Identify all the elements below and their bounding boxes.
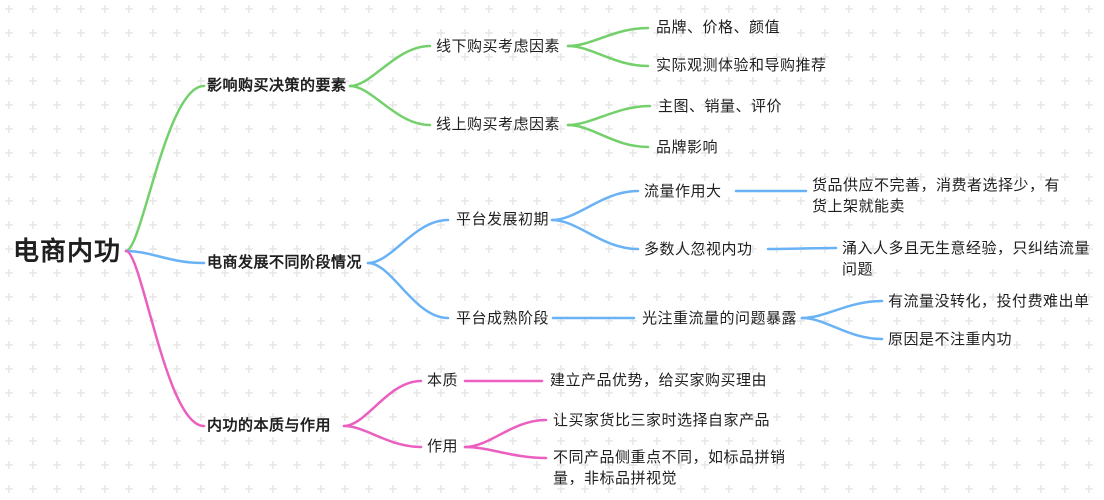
node-mainimage-sales-reviews[interactable]: 主图、销量、评价 — [658, 97, 783, 115]
edge-stages-mature — [366, 261, 450, 320]
node-product-advantage[interactable]: 建立产品优势，给买家购买理由 — [550, 371, 768, 389]
node-reason-internal-skill[interactable]: 原因是不注重内功 — [888, 330, 1013, 348]
edge-offline-experience — [566, 44, 650, 68]
node-comparison-choice[interactable]: 让买家货比三家时选择自家产品 — [553, 411, 771, 429]
node-supply-incomplete-note[interactable]: 货品供应不完善，消费者选择少，有货上架就能卖 — [812, 176, 1061, 215]
node-product-focus-difference[interactable]: 不同产品侧重点不同，如标品拼销量，非标品拼视觉 — [553, 448, 786, 487]
node-online-factors[interactable]: 线上购买考虑因素 — [436, 115, 561, 133]
node-root[interactable]: 电商内功 — [13, 237, 122, 267]
node-newcomers-traffic-note[interactable]: 涌入人多且无生意经验，只纠结流量问题 — [842, 239, 1091, 278]
edge-ignore-note — [766, 246, 838, 251]
edge-essence-effect — [342, 424, 423, 449]
node-essence-and-effect[interactable]: 内功的本质与作用 — [207, 416, 332, 434]
node-platform-mature-stage[interactable]: 平台成熟阶段 — [456, 309, 550, 327]
edge-problem-noconv — [800, 299, 884, 320]
node-purchase-decision-factors[interactable]: 影响购买决策的要素 — [207, 76, 347, 94]
edge-problem-reason — [800, 316, 884, 341]
edge-early-ignore — [550, 218, 640, 251]
node-observation-guide[interactable]: 实际观测体验和导购推荐 — [656, 56, 827, 74]
node-brand-impact[interactable]: 品牌影响 — [656, 138, 719, 156]
node-ignore-internal-skill[interactable]: 多数人忽视内功 — [644, 240, 753, 258]
edge-root-stages — [124, 249, 206, 265]
edge-factors-offline — [348, 44, 432, 88]
edge-root-essence — [124, 249, 206, 428]
edge-effect-focus — [463, 445, 548, 460]
edge-online-brandimpact — [566, 123, 650, 149]
edge-stages-early — [366, 218, 450, 265]
node-platform-early-stage[interactable]: 平台发展初期 — [456, 210, 550, 228]
edge-online-mainimg — [566, 104, 652, 127]
edge-essence-nature — [342, 379, 423, 428]
node-traffic-only-problem[interactable]: 光注重流量的问题暴露 — [642, 309, 798, 327]
edge-effect-compare — [463, 418, 548, 449]
node-traffic-matters[interactable]: 流量作用大 — [644, 182, 722, 200]
node-offline-factors[interactable]: 线下购买考虑因素 — [436, 37, 561, 55]
node-brand-price-looks[interactable]: 品牌、价格、颜值 — [656, 18, 781, 36]
node-development-stages[interactable]: 电商发展不同阶段情况 — [207, 253, 363, 271]
edge-factors-online — [348, 84, 432, 127]
edge-early-traffic — [550, 189, 640, 222]
edge-offline-brand — [566, 26, 650, 48]
edge-root-factors — [124, 84, 206, 253]
node-no-conversion[interactable]: 有流量没转化，投付费难出单 — [888, 292, 1090, 310]
node-effect[interactable]: 作用 — [427, 437, 459, 455]
node-essence[interactable]: 本质 — [427, 371, 459, 389]
